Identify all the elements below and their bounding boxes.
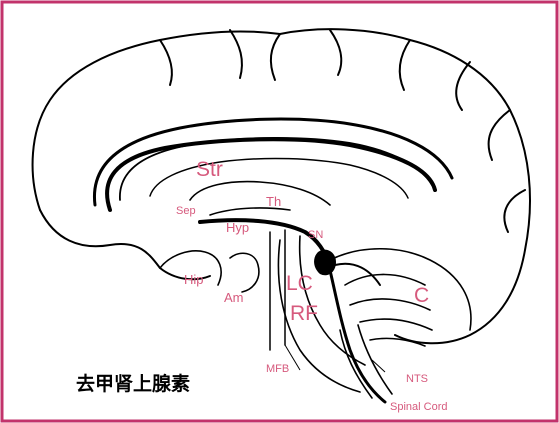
label-hyp: Hyp [226,220,249,235]
corpus-callosum [94,119,452,205]
label-nts: NTS [406,373,428,385]
label-hip: Hip [184,272,204,287]
label-lc: LC [286,272,313,295]
caption: 去甲肾上腺素 [76,369,190,396]
label-str: Str [196,158,223,181]
label-am: Am [224,290,244,305]
label-mfb: MFB [266,363,289,375]
label-th: Th [266,194,281,209]
label-sep: Sep [176,205,196,217]
label-rf: RF [290,302,318,325]
locus-coeruleus-nucleus [314,250,336,276]
label-spinal-cord: Spinal Cord [390,401,447,413]
label-leader-lines [285,345,385,402]
label-sn: SN [308,229,323,241]
label-c: C [414,284,429,307]
